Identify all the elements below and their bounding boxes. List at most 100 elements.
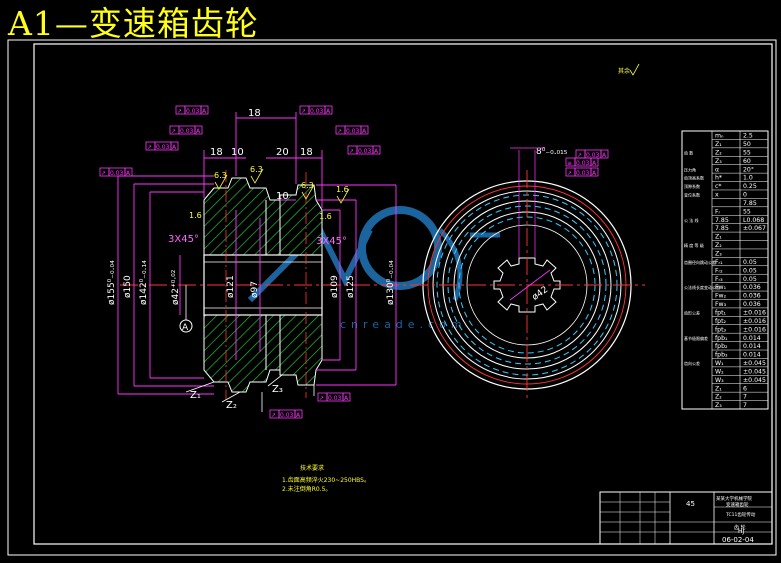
param-table-cell: 0.014 (743, 343, 761, 350)
param-table-cell: 齿圈径向跳动公差 (684, 259, 716, 265)
roughness-1: 6.3 (250, 165, 263, 174)
watermark-logo: cnreade.com (247, 206, 500, 331)
tol-sym: ↗ (577, 152, 582, 159)
param-table-cell: 顶隙系数 (684, 183, 700, 189)
param-table-cell: ±0.016 (743, 326, 766, 333)
spline-bore (493, 257, 561, 313)
param-table-cell: 0.25 (743, 183, 757, 190)
tol-val: 0.03 (110, 170, 124, 177)
param-table-cell: 55 (743, 208, 751, 215)
param-table-cell: Fᵣ₂ (715, 267, 723, 274)
dim-dia-121: ø121 (226, 275, 236, 298)
param-table-cell: Z₃ (715, 251, 722, 258)
dim-top-4: 18 (300, 147, 313, 158)
param-table-cell: fpt₃ (715, 326, 727, 333)
param-table-cell: 7.85 (715, 225, 729, 232)
param-table-cell: W₂ (715, 368, 724, 375)
param-table-cell: 6 (743, 385, 747, 392)
param-table-cell: 50 (743, 141, 751, 148)
tol-sym: ↗ (567, 170, 572, 177)
tol-val: 0.03 (576, 160, 590, 167)
tol-ref: A (592, 160, 597, 167)
param-table-cell: 60 (743, 158, 751, 165)
param-table-cell: 0 (743, 192, 747, 199)
notes-line-2: 2.未注倒角R0.5。 (282, 485, 331, 493)
param-table-cell: h* (715, 175, 722, 182)
param-table-cell: 0.05 (743, 267, 757, 274)
param-table-cell: fpt₂ (715, 318, 727, 325)
param-table-cell: 55 (743, 149, 751, 156)
tol-val: 0.03 (576, 170, 590, 177)
param-table-cell: Fw₁ (715, 284, 727, 291)
tb-dept: TC11齿轮传动 (725, 511, 756, 518)
notes-line-1: 1.齿面高频淬火230~250HBS。 (282, 476, 370, 484)
param-table-cell: Z₃ (715, 402, 722, 409)
keyway-dim: 8⁰₋₀.₀₁₅ (536, 147, 568, 157)
technical-requirements: 技术要求 1.齿面高频淬火230~250HBS。 2.未注倒角R0.5。 (282, 464, 370, 493)
tol-sym: ≡ (567, 160, 572, 167)
gear-end-view: ø42 8⁰₋₀.₀₁₅ (410, 147, 645, 400)
param-table-cell: Z₂ (715, 242, 722, 249)
title-block: 45 某某大学机械学院 变速箱齿轮 TC11齿轮传动 齿 轮 HJ 06-02-… (599, 491, 773, 545)
param-table-cell: 齿向公差 (684, 360, 700, 366)
tol-sym: ↗ (319, 395, 324, 402)
param-table-cell: fpb₁ (715, 335, 728, 342)
param-table-cell: 基节极限偏差 (684, 335, 708, 341)
tol-ref: A (362, 128, 367, 135)
param-table-cell: 齿顶高系数 (684, 175, 704, 181)
tb-code: HJ (738, 528, 745, 535)
drawing-frame-inner (33, 43, 773, 545)
tol-ref: A (202, 108, 207, 115)
roughness-5: 1.6 (319, 212, 332, 221)
param-table-cell: 精 度 等 级 (684, 242, 704, 248)
param-table-cell: 7.85 (743, 200, 757, 207)
surface-note-text: 其余 (618, 67, 630, 75)
dimension-labels: 18 18 10 20 18 10 3X45° 3X45° ø155⁰₋₀.₀₄… (107, 108, 396, 411)
dim-chamfer-right: 3X45° (316, 236, 347, 247)
param-table-cell: ±0.016 (743, 309, 766, 316)
tol-ref: A (126, 170, 131, 177)
param-table-cell: 0.014 (743, 352, 761, 359)
dim-dia-150: ø150 (123, 275, 133, 298)
param-table-cell: 公 法 线 (684, 217, 699, 223)
param-table-cell: ±0.045 (743, 360, 766, 367)
roughness-3: 1.6 (336, 185, 349, 194)
tol-val: 0.03 (180, 128, 194, 135)
drawing-title: A1—变速箱齿轮 (8, 4, 259, 43)
param-table-cell: 0.05 (743, 276, 757, 283)
tol-sym: ↗ (177, 108, 182, 115)
param-table-cell: 2.5 (743, 133, 753, 140)
tol-val: 0.03 (310, 108, 324, 115)
dim-dia-155: ø155⁰₋₀.₀₄ (107, 260, 117, 305)
param-table-cell: Fw₃ (715, 301, 727, 308)
param-table-cell: ±0.016 (743, 318, 766, 325)
tol-val: 0.03 (586, 152, 600, 159)
tb-school: 某某大学机械学院 (716, 495, 752, 502)
param-table-cell: 变位系数 (684, 192, 700, 198)
param-table-cell: 压力角 (684, 166, 696, 172)
param-table-cell: mₙ (715, 133, 724, 140)
tol-ref: A (592, 170, 597, 177)
tb-date: 06-02-04 (722, 536, 754, 544)
param-table-cell: W₁ (715, 360, 724, 367)
param-table-cell: 0.036 (743, 293, 761, 300)
param-table-cell: Z₃ (715, 158, 722, 165)
param-table-cell: 齿形公差 (684, 309, 700, 315)
bore-outline (203, 254, 323, 316)
dim-top-5: 10 (276, 191, 289, 202)
dim-dia-97: ø97 (250, 281, 260, 298)
tb-material: 45 (686, 500, 695, 508)
param-table-cell: Fw₂ (715, 293, 727, 300)
tol-val: 0.03 (156, 144, 170, 151)
param-table-cell: 20° (743, 165, 754, 173)
gear-section-view (120, 170, 420, 400)
param-table-border (681, 130, 769, 410)
tol-val: 0.03 (346, 128, 360, 135)
param-table-cell: Z₂ (715, 394, 722, 401)
param-table-cell: Fᵣ (715, 208, 721, 215)
